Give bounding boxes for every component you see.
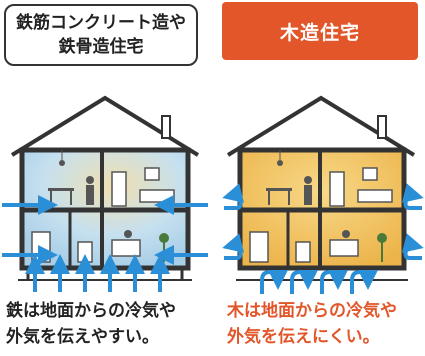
deflect-arrow-ground — [260, 269, 288, 294]
deflect-arrow-ground — [350, 269, 378, 294]
wood-caption-line2: 外気を伝えにくい。 — [227, 327, 380, 347]
bed-icon — [357, 189, 393, 203]
steel-cold-arrows — [2, 195, 208, 292]
wood-caption: 木は地面からの冷気や 外気を伝えにくい。 — [227, 298, 397, 350]
deflect-arrow-right-lower — [401, 233, 424, 260]
toilet-icon — [77, 241, 93, 263]
deflect-arrow-left-lower — [222, 233, 245, 260]
sofa-icon — [329, 239, 359, 257]
person-icon — [86, 176, 94, 184]
deflect-arrow-right-upper — [401, 183, 424, 210]
table-icon — [48, 188, 74, 191]
wood-lower-furniture — [249, 230, 387, 263]
toilet-icon — [295, 241, 311, 263]
steel-caption-line2: 外気を伝えやすい。 — [6, 327, 159, 347]
frame-icon — [362, 167, 378, 181]
door-icon — [329, 171, 345, 207]
steel-title-line2: 鉄骨造住宅 — [58, 37, 144, 57]
wood-upper-furniture — [266, 150, 393, 207]
steel-house-title: 鉄筋コンクリート造や 鉄骨造住宅 — [4, 4, 198, 66]
wood-chimney — [377, 115, 387, 139]
bed-icon — [139, 189, 175, 203]
steel-house — [2, 95, 208, 292]
table-icon — [266, 188, 292, 191]
steel-chimney — [161, 115, 171, 139]
deflect-arrow-ground — [290, 269, 318, 294]
deflect-arrow-left-upper — [222, 183, 245, 210]
person-icon — [124, 230, 132, 238]
person-icon — [304, 176, 312, 184]
steel-caption: 鉄は地面からの冷気や 外気を伝えやすい。 — [6, 298, 176, 350]
sofa-icon — [111, 239, 141, 257]
lamp-icon — [59, 160, 65, 166]
person-icon — [342, 230, 350, 238]
wood-title-text: 木造住宅 — [279, 21, 360, 44]
door-icon — [111, 171, 127, 207]
wood-house — [222, 95, 424, 294]
wood-house-title: 木造住宅 — [222, 2, 418, 60]
deflect-arrow-ground — [320, 269, 348, 294]
frame-icon — [144, 167, 160, 181]
bath-icon — [31, 231, 51, 263]
steel-upper-furniture — [48, 150, 175, 207]
steel-caption-line1: 鉄は地面からの冷気や — [6, 301, 176, 321]
wood-caption-line1: 木は地面からの冷気や — [227, 301, 397, 321]
bath-icon — [249, 231, 269, 263]
wood-deflected-arrows — [222, 183, 424, 294]
lamp-icon — [277, 160, 283, 166]
steel-title-line1: 鉄筋コンクリート造や — [16, 13, 186, 33]
